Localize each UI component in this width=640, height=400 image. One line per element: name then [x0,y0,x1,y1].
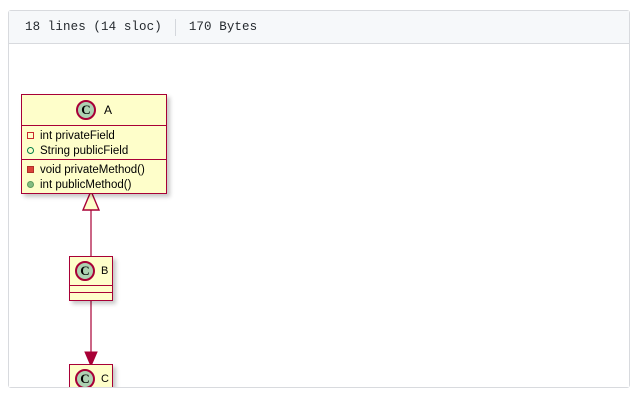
uml-class-c-name: C [101,373,109,385]
solid-arrowhead [84,351,98,368]
file-meta-header: 18 lines (14 sloc) 170 Bytes [9,11,629,44]
method-label: int publicMethod() [40,178,132,191]
field-label: int privateField [40,129,115,142]
file-size-label: 170 Bytes [188,20,258,34]
uml-class-a-methods: void privateMethod() int publicMethod() [22,160,166,193]
hollow-triangle-arrowhead [81,189,101,211]
public-field-icon [27,147,34,154]
uml-class-b-name: B [101,265,109,277]
diagram-connectors [81,189,101,368]
class-circle-c-icon: C [75,261,95,281]
uml-class-diagram: C A int privateField String publicField … [9,44,629,387]
uml-class-a[interactable]: C A int privateField String publicField … [21,94,167,194]
private-method-icon [27,166,34,173]
method-row: int publicMethod() [27,177,161,192]
uml-class-a-fields: int privateField String publicField [22,126,166,160]
class-circle-c-icon: C [75,369,95,387]
field-label: String publicField [40,144,129,157]
uml-class-b-header: C B [70,257,112,286]
uml-class-a-name: A [103,103,112,117]
meta-divider [174,18,176,36]
class-circle-c-icon: C [75,100,96,120]
method-row: void privateMethod() [27,162,161,177]
private-field-icon [27,132,34,139]
public-method-icon [27,181,34,188]
uml-class-a-header: C A [22,95,166,126]
field-row: int privateField [27,128,161,143]
uml-class-b-methods [70,293,112,300]
file-viewer: 18 lines (14 sloc) 170 Bytes C A int pri… [8,10,630,388]
uml-class-c-header: C C [70,365,112,387]
uml-class-b-fields [70,286,112,293]
field-row: String publicField [27,143,161,158]
uml-class-b[interactable]: C B [69,256,113,301]
method-label: void privateMethod() [40,163,145,176]
uml-class-c[interactable]: C C [69,364,113,387]
line-count-label: 18 lines (14 sloc) [25,20,162,34]
